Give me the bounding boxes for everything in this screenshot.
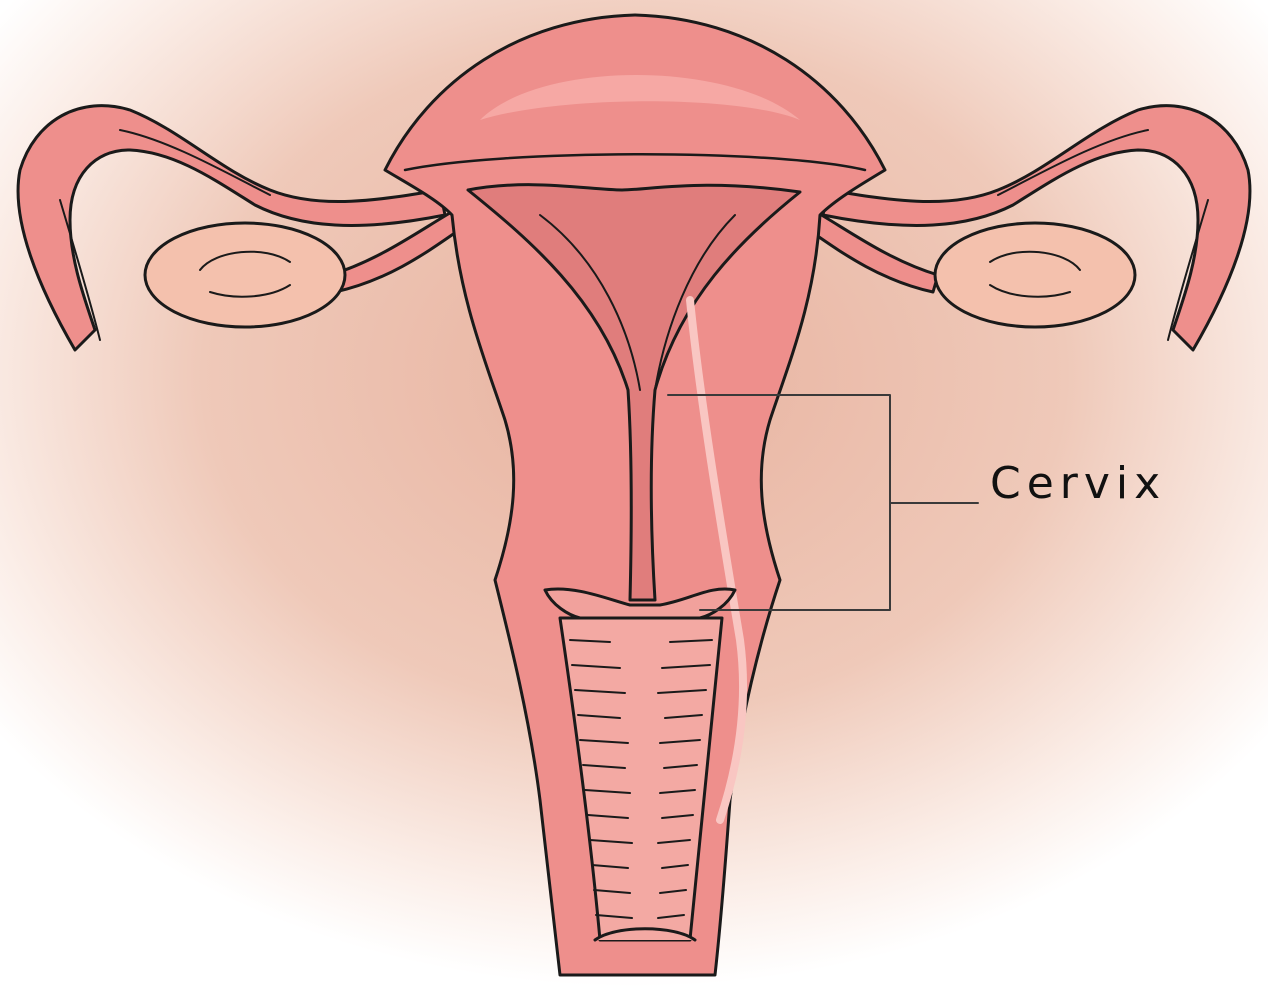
- cervix-label: Cervix: [990, 462, 1166, 506]
- ovary-left: [145, 223, 345, 327]
- ovary-right: [935, 223, 1135, 327]
